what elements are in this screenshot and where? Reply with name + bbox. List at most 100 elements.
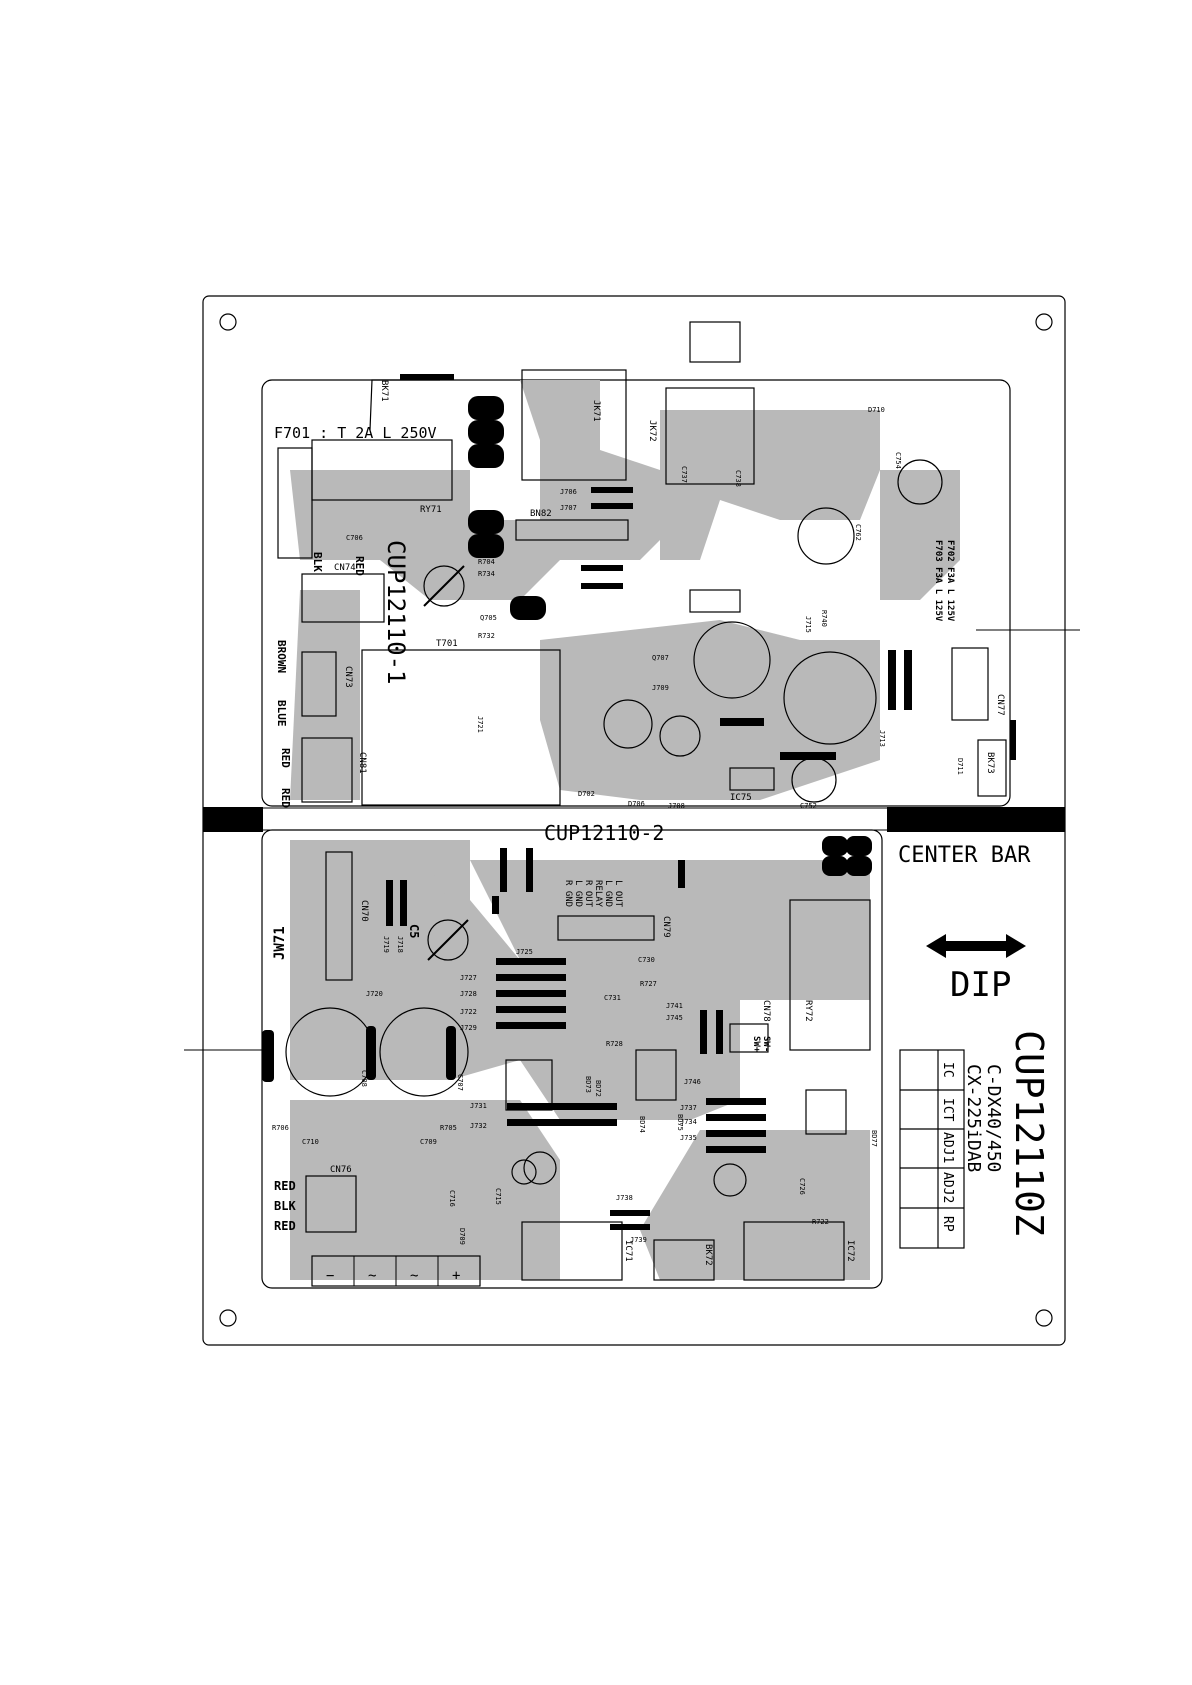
- r740-label: R740: [820, 610, 828, 627]
- capacitor-c752-big: [783, 651, 877, 745]
- ry72-label: RY72: [803, 1000, 813, 1022]
- wire-blk-top: BLK: [311, 552, 324, 572]
- r704-label: R704: [478, 558, 495, 566]
- j706-label: J706: [560, 488, 577, 496]
- dip-label: DIP: [950, 965, 1011, 1005]
- wire-blue: BLUE: [275, 700, 288, 727]
- ic-ic71: [521, 1221, 623, 1281]
- q703-label: Q703: [480, 524, 497, 532]
- j727-label: J727: [460, 974, 477, 982]
- d711-label: D711: [956, 758, 964, 775]
- ic75-label: IC75: [730, 793, 752, 803]
- wire-red-left-2: RED: [279, 788, 292, 808]
- c737-label: C737: [680, 466, 688, 483]
- lead-free-mark: [427, 919, 469, 961]
- r732-label: R732: [478, 632, 495, 640]
- ry71-label: RY71: [420, 505, 442, 515]
- dip-arrow-icon: [926, 934, 1026, 958]
- jack-jk72: [665, 387, 755, 485]
- c707-label: C707: [456, 1074, 464, 1091]
- bd75-label: BD75: [676, 1114, 684, 1131]
- table-row-rp: RP: [940, 1216, 955, 1232]
- bk73-label: BK73: [985, 752, 995, 774]
- j732-label: J732: [470, 1122, 487, 1130]
- relay-label: RELAY: [593, 880, 603, 908]
- c731-label: C731: [604, 994, 621, 1002]
- r705-label: R705: [440, 1124, 457, 1132]
- relay-ry72: [789, 899, 871, 1051]
- wire-brown: BROWN: [275, 640, 288, 673]
- wire-red-top: RED: [353, 556, 366, 576]
- j720-label: J720: [366, 990, 383, 998]
- c710-label: C710: [302, 1138, 319, 1146]
- bd73-label: BD73: [584, 1076, 592, 1093]
- j741-label: J741: [666, 1002, 683, 1010]
- cn81-label: CN81: [357, 752, 367, 774]
- table-row-ict: ICT: [940, 1098, 955, 1122]
- connector-cn79: [557, 915, 655, 941]
- t701-label: T701: [436, 639, 458, 649]
- connector-cn81: [301, 737, 353, 803]
- c752-label: C752: [800, 802, 817, 810]
- c762-label: C762: [854, 524, 862, 541]
- terminal-ac-2: ~: [410, 1268, 418, 1284]
- c738-label: C738: [734, 470, 742, 487]
- bracket-bk72: [653, 1239, 715, 1281]
- c730-label: C730: [638, 956, 655, 964]
- jack-jk71: [521, 369, 627, 481]
- j718-label: J718: [396, 936, 404, 953]
- upper-board: [261, 321, 1016, 807]
- q707-label: Q707: [652, 654, 669, 662]
- ic71-label: IC71: [623, 1240, 633, 1262]
- cn70-label: CN70: [359, 900, 369, 922]
- bk71-label: BK71: [379, 380, 389, 402]
- table-row-adj1: ADJ1: [940, 1132, 955, 1163]
- fuse-f701-label: F701 : T 2A L 250V: [274, 424, 437, 442]
- model-2: CX-225iDAB: [963, 1064, 984, 1172]
- table-title: CUP12110Z: [1007, 1030, 1051, 1236]
- d710-label: D710: [868, 406, 885, 414]
- bn82-label: BN82: [530, 509, 552, 519]
- j734-label: J734: [680, 1118, 697, 1126]
- r722-label: R722: [812, 1218, 829, 1226]
- cn74-label: CN74: [334, 563, 356, 573]
- cn79-label: CN79: [661, 916, 671, 938]
- capacitor-c754: [897, 459, 943, 505]
- connector-cn73: [301, 651, 337, 717]
- l-gnd-label-2: L GND: [603, 880, 613, 907]
- r-gnd-label: R GND: [563, 880, 573, 907]
- capacitor-c762: [797, 507, 855, 565]
- bracket-bk73: [977, 739, 1007, 797]
- ic72-label: IC72: [845, 1240, 855, 1262]
- j721-label: J721: [476, 716, 484, 733]
- bd74-label: BD74: [638, 1116, 646, 1133]
- jk71-label: JK71: [591, 400, 601, 422]
- c706-label: C706: [346, 534, 363, 542]
- version-table: [899, 1049, 965, 1249]
- r728-label: R728: [606, 1040, 623, 1048]
- sw-minus-label: SW-: [761, 1036, 771, 1052]
- c709-label: C709: [420, 1138, 437, 1146]
- d709-label: D709: [458, 1228, 466, 1245]
- table-row-adj2: ADJ2: [940, 1172, 955, 1203]
- j728-label: J728: [460, 990, 477, 998]
- fuse-f702-label: F702 F3A L 125V: [945, 540, 955, 622]
- connector-cn78: [729, 1023, 769, 1053]
- bd77-label: BD77: [870, 1130, 878, 1147]
- sw-plus-label: SW+: [751, 1036, 761, 1053]
- ic-ic72: [743, 1221, 845, 1281]
- wire-blk-bottom: BLK: [274, 1199, 296, 1213]
- connector-cn76: [305, 1175, 357, 1233]
- j739-label: J739: [630, 1236, 647, 1244]
- r-out-label: R OUT: [583, 880, 593, 908]
- center-bar-label: CENTER BAR: [898, 843, 1031, 868]
- wire-red-bottom-2: RED: [274, 1219, 296, 1233]
- l-out-label: L OUT: [613, 880, 623, 908]
- j713-label: J713: [878, 730, 886, 747]
- cn78-label: CN78: [761, 1000, 771, 1022]
- cn76-label: CN76: [330, 1165, 352, 1175]
- r727-label: R727: [640, 980, 657, 988]
- board2-name: CUP12110-2: [544, 821, 664, 845]
- j722-label: J722: [460, 1008, 477, 1016]
